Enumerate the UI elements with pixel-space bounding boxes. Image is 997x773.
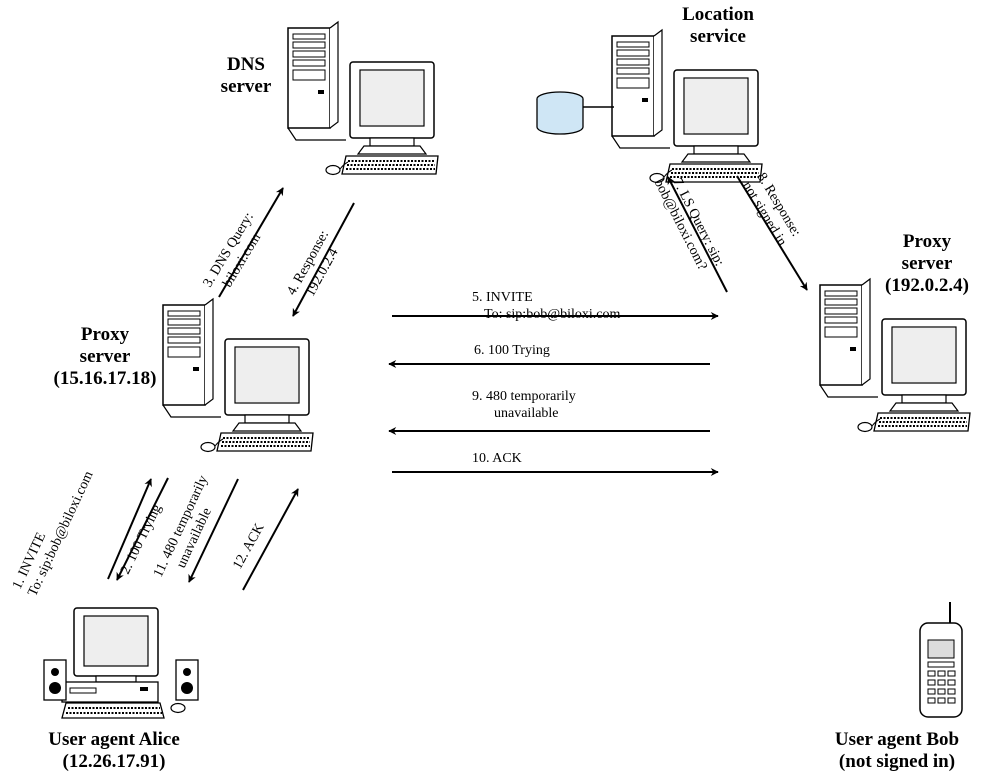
database-icon — [536, 91, 614, 135]
message-arrows — [107, 175, 808, 591]
message-12-label: 12. ACK — [230, 521, 267, 572]
arrow-12-ack — [242, 488, 299, 591]
message-7-label: 7. LS Query: sip:bob@biloxi.com? — [651, 169, 727, 277]
bob-label: User agent Bob(not signed in) — [835, 729, 959, 772]
message-4-label: 4. Response:192.0.2.4 — [284, 228, 347, 306]
arrow-1-invite — [107, 478, 152, 580]
message-8-label: 8. Response:not signed in — [739, 170, 804, 248]
dns-server-computer-icon — [287, 21, 439, 176]
bob-mobile-phone-icon — [919, 602, 963, 718]
arrow-8-response — [736, 175, 808, 291]
message-1-label: 1. INVITETo: sip:bob@biloxi.com — [10, 462, 97, 599]
message-3-label: 3. DNS Query:biloxi.com — [201, 210, 272, 299]
alice-label: User agent Alice(12.26.17.91) — [48, 729, 180, 772]
alice-desktop-computer-icon — [43, 607, 199, 719]
right-proxy-server-computer-icon — [819, 278, 971, 433]
arrow-4-response — [292, 202, 355, 317]
message-10-label: 10. ACK — [472, 451, 522, 466]
left-proxy-server-computer-icon — [162, 298, 314, 453]
arrow-11-480 — [188, 478, 239, 583]
arrow-3-dns-query — [218, 187, 284, 298]
arrow-2-100-trying — [116, 477, 169, 581]
message-6-label: 6. 100 Trying — [474, 343, 550, 358]
location-service-computer-icon — [611, 29, 763, 184]
arrow-7-ls-query — [667, 176, 728, 293]
